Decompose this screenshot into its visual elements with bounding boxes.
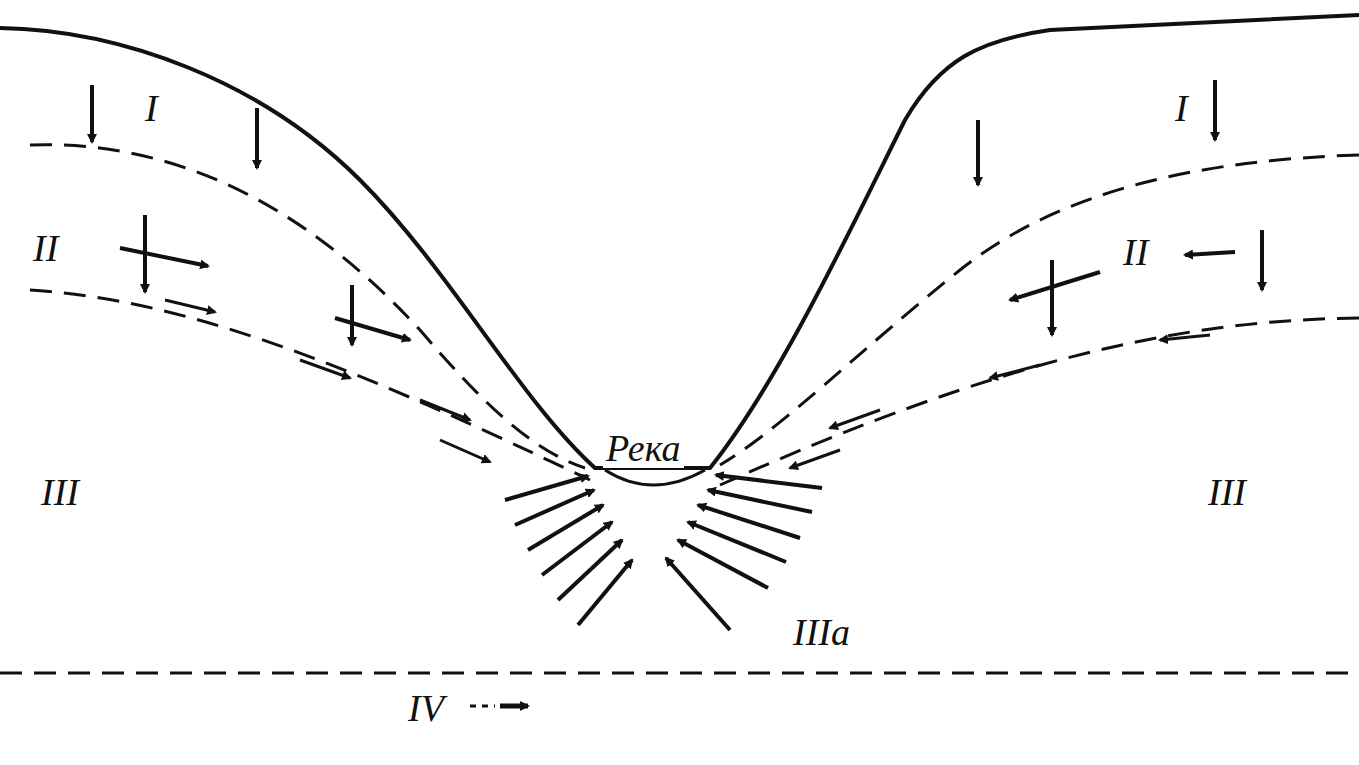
zone-label: III <box>38 472 82 512</box>
zone-label: II <box>1120 232 1151 272</box>
zone-label: I <box>1172 88 1191 128</box>
zone-label: IV <box>405 688 447 728</box>
zone-label: III <box>1205 472 1249 512</box>
zone-label: I <box>142 88 161 128</box>
zone-label: II <box>30 228 61 268</box>
river-label: Река <box>603 428 684 468</box>
zone-label: IIIa <box>790 612 853 652</box>
